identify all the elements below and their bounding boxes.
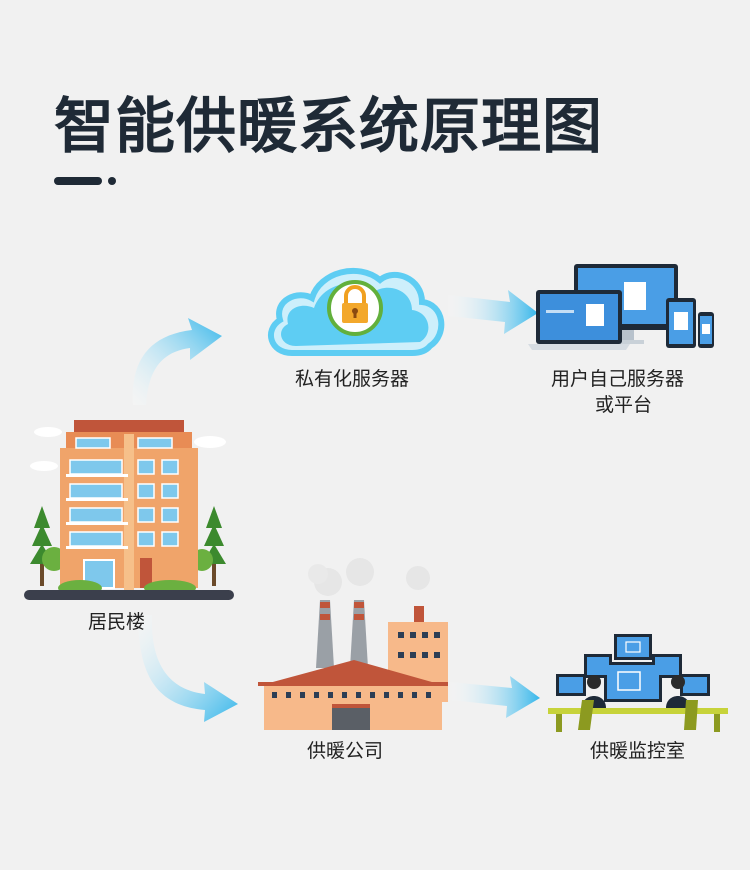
apartment-building-icon [20, 414, 236, 604]
arrow-server-to-platform [448, 290, 538, 334]
monitoring-room-icon [548, 634, 728, 734]
monitoring-room-label: 供暖监控室 [590, 740, 686, 762]
arrow-building-to-server [132, 318, 222, 405]
platform-label-line2: 或平台 [595, 394, 653, 416]
arrow-building-to-company [138, 615, 238, 722]
devices-icon [526, 262, 716, 352]
residence-label: 居民楼 [88, 611, 146, 633]
factory-icon [256, 556, 452, 732]
page-title: 智能供暖系统原理图 [54, 92, 603, 162]
server-label: 私有化服务器 [295, 368, 410, 390]
cloud-lock-icon [262, 258, 448, 358]
platform-label-line1: 用户自己服务器 [551, 368, 685, 390]
heating-company-label: 供暖公司 [307, 740, 384, 762]
title-underline [54, 176, 124, 186]
arrow-company-to-monitoring [450, 676, 540, 718]
